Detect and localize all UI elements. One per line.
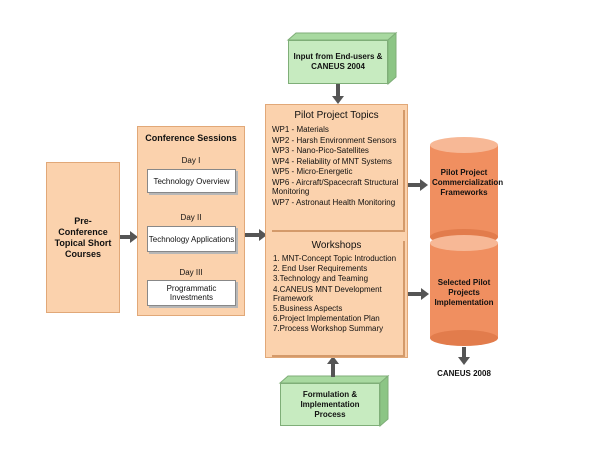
workshop-item: 7.Process Workshop Summary bbox=[273, 324, 384, 334]
cylinder-bottom-shape bbox=[430, 235, 498, 346]
day-1-content: Technology Overview bbox=[153, 176, 230, 186]
pilot-topics-title: Pilot Project Topics bbox=[294, 110, 379, 121]
workshops-section: Workshops 1. MNT-Concept Topic Introduct… bbox=[270, 239, 403, 355]
outcome-label: CANEUS 2008 bbox=[437, 369, 491, 378]
workshops-list: 1. MNT-Concept Topic Introduction 2. End… bbox=[273, 254, 403, 334]
workshop-item: 5.Business Aspects bbox=[273, 303, 343, 313]
pre-conference-label: Pre-Conference Topical Short Courses bbox=[54, 215, 112, 259]
workshop-item: 2. End User Requirements bbox=[273, 264, 368, 274]
day-3-content: Programmatic Investments bbox=[166, 284, 217, 302]
pilot-topics-list: WP1 - Materials WP2 - Harsh Environment … bbox=[272, 125, 403, 209]
input-box: Input from End-users & CANEUS 2004 bbox=[288, 40, 388, 84]
input-box-label: Input from End-users & CANEUS 2004 bbox=[293, 52, 383, 71]
day-3-content-box: Programmatic Investments bbox=[147, 280, 236, 306]
arrows bbox=[120, 84, 470, 377]
day-2-content: Technology Applications bbox=[148, 234, 235, 244]
pilot-topics-section: Pilot Project Topics WP1 - Materials WP2… bbox=[270, 108, 403, 230]
pilot-topic-item: WP1 - Materials bbox=[272, 125, 329, 134]
workshop-item: 4.CANEUS MNT Development Framework bbox=[273, 284, 382, 303]
formulation-box-top-face bbox=[278, 375, 390, 384]
day-1-content-box: Technology Overview bbox=[147, 169, 236, 193]
workshop-item: 1. MNT-Concept Topic Introduction bbox=[273, 254, 397, 263]
conference-sessions-title: Conference Sessions bbox=[145, 133, 237, 143]
formulation-box-label: Formulation & Implementation Process bbox=[300, 389, 360, 419]
pre-conference-box: Pre-Conference Topical Short Courses bbox=[46, 162, 120, 313]
workshop-item: 3.Technology and Teaming bbox=[273, 274, 369, 284]
pilot-topic-item: WP5 - Micro-Energetic bbox=[272, 167, 353, 177]
conference-sessions-panel: Conference Sessions Day I Technology Ove… bbox=[137, 126, 245, 316]
input-box-top-face bbox=[286, 32, 398, 41]
cylinder-top-label: Pilot Project Commercialization Framewor… bbox=[432, 168, 504, 197]
formulation-box: Formulation & Implementation Process bbox=[280, 383, 380, 426]
workshop-item: 6.Project Implementation Plan bbox=[273, 313, 380, 323]
day-3-label: Day III bbox=[179, 268, 203, 277]
day-2-content-box: Technology Applications bbox=[147, 226, 236, 252]
day-1-label: Day I bbox=[181, 156, 201, 165]
pilot-topic-item: WP7 - Astronaut Health Monitoring bbox=[272, 197, 396, 207]
pilot-topic-item: WP6 - Aircraft/Spacecraft Structural Mon… bbox=[272, 177, 399, 196]
cylinder-bottom-label: Selected Pilot Projects Implementation bbox=[434, 278, 494, 307]
pilot-topic-item: WP4 - Reliability of MNT Systems bbox=[272, 156, 392, 166]
pilot-topic-item: WP3 - Nano-Pico-Satellites bbox=[272, 146, 369, 156]
workshops-title: Workshops bbox=[311, 240, 362, 251]
formulation-box-side-face bbox=[379, 374, 389, 428]
pilot-workshops-panel: Pilot Project Topics WP1 - Materials WP2… bbox=[265, 104, 408, 358]
input-box-side-face bbox=[387, 31, 397, 86]
day-2-label: Day II bbox=[180, 213, 202, 222]
pilot-topic-item: WP2 - Harsh Environment Sensors bbox=[272, 135, 397, 145]
